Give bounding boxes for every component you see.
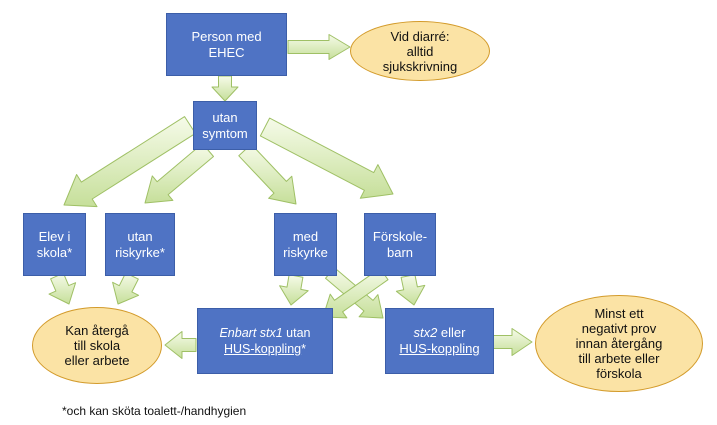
oval-kan-line1: Kan återgå — [65, 323, 129, 338]
node-med-riskyrke-line2: riskyrke — [283, 244, 328, 260]
arrow-med-riskyrke-to-stx1 — [279, 274, 309, 306]
oval-kan-line2: till skola — [73, 338, 121, 353]
node-stx2-line1: stx2 eller — [399, 325, 479, 341]
node-stx2-italic: stx2 — [413, 325, 438, 340]
arrow-forskolebarn-to-stx1 — [322, 267, 389, 319]
node-elev-i-skola: Elev i skola* — [23, 213, 86, 276]
arrow-symtom-to-forskolebarn — [259, 117, 394, 199]
oval-vid-diarre: Vid diarré: alltid sjukskrivning — [350, 21, 490, 81]
footnote: *och kan sköta toalett-/handhygien — [62, 404, 247, 418]
node-enbart-stx1-rest: utan — [282, 326, 311, 340]
node-enbart-stx1-line2: HUS-koppling* — [219, 341, 310, 357]
node-person-med-ehec: Person med EHEC — [166, 13, 287, 76]
arrow-utan-riskyrke-to-kan — [112, 272, 140, 305]
node-utan-riskyrke-line2: riskyrke* — [115, 244, 165, 260]
oval-minst-line4: till arbete eller — [578, 351, 660, 366]
arrow-group — [48, 34, 533, 359]
node-utan-riskyrke: utan riskyrke* — [105, 213, 175, 276]
node-enbart-stx1: Enbart stx1 utan HUS-koppling* — [197, 308, 333, 374]
node-stx2: stx2 eller HUS-koppling — [385, 308, 494, 374]
node-utan-symtom-line2: symtom — [202, 125, 248, 141]
oval-minst-line5: förskola — [596, 366, 642, 381]
node-forskolebarn: Förskole- barn — [364, 213, 436, 276]
node-stx2-line2: HUS-koppling — [399, 341, 480, 356]
oval-vid-diarre-line2: alltid — [406, 43, 434, 59]
arrow-symtom-to-med-riskyrke — [238, 143, 297, 205]
node-enbart-stx1-italic: Enbart stx1 — [219, 326, 283, 340]
node-person-line2: EHEC — [208, 44, 245, 60]
node-person-line1: Person med — [191, 28, 262, 44]
oval-minst-line3: innan återgång — [575, 336, 663, 351]
arrow-symtom-to-elev — [63, 116, 196, 208]
node-med-riskyrke-line1: med — [292, 228, 319, 244]
node-elev-line1: Elev i — [38, 228, 71, 244]
node-forskolebarn-line1: Förskole- — [372, 228, 428, 244]
node-enbart-stx1-line1: Enbart stx1 utan — [219, 325, 310, 341]
node-elev-line2: skola* — [36, 244, 73, 260]
arrow-ehec-to-utan-symtom — [211, 75, 239, 102]
node-utan-riskyrke-line1: utan — [127, 228, 153, 244]
node-forskolebarn-line2: barn — [386, 244, 414, 260]
oval-vid-diarre-line3: sjukskrivning — [382, 58, 458, 74]
node-med-riskyrke: med riskyrke — [274, 213, 337, 276]
node-enbart-stx1-suffix: * — [301, 342, 306, 356]
node-enbart-stx1-hus: HUS-koppling — [223, 342, 302, 356]
node-utan-symtom-line1: utan — [212, 109, 238, 125]
oval-kan-atergå: Kan återgå till skola eller arbete — [32, 307, 162, 384]
arrow-ehec-to-diarre — [287, 34, 351, 60]
arrow-stx2-to-minst — [492, 328, 533, 356]
arrow-stx1-to-kan — [164, 331, 197, 359]
node-utan-symtom: utan symtom — [193, 101, 257, 150]
oval-minst-ett: Minst ett negativt prov innan återgång t… — [535, 295, 703, 392]
oval-kan-line3: eller arbete — [64, 353, 130, 368]
arrow-symtom-to-utan-riskyrke — [144, 143, 214, 204]
arrow-elev-to-kan — [48, 272, 77, 305]
arrow-forskolebarn-to-stx2 — [395, 274, 426, 306]
oval-minst-line2: negativt prov — [581, 321, 657, 336]
oval-vid-diarre-line1: Vid diarré: — [390, 28, 450, 44]
oval-minst-line1: Minst ett — [594, 306, 644, 321]
node-stx2-rest: eller — [437, 325, 466, 340]
